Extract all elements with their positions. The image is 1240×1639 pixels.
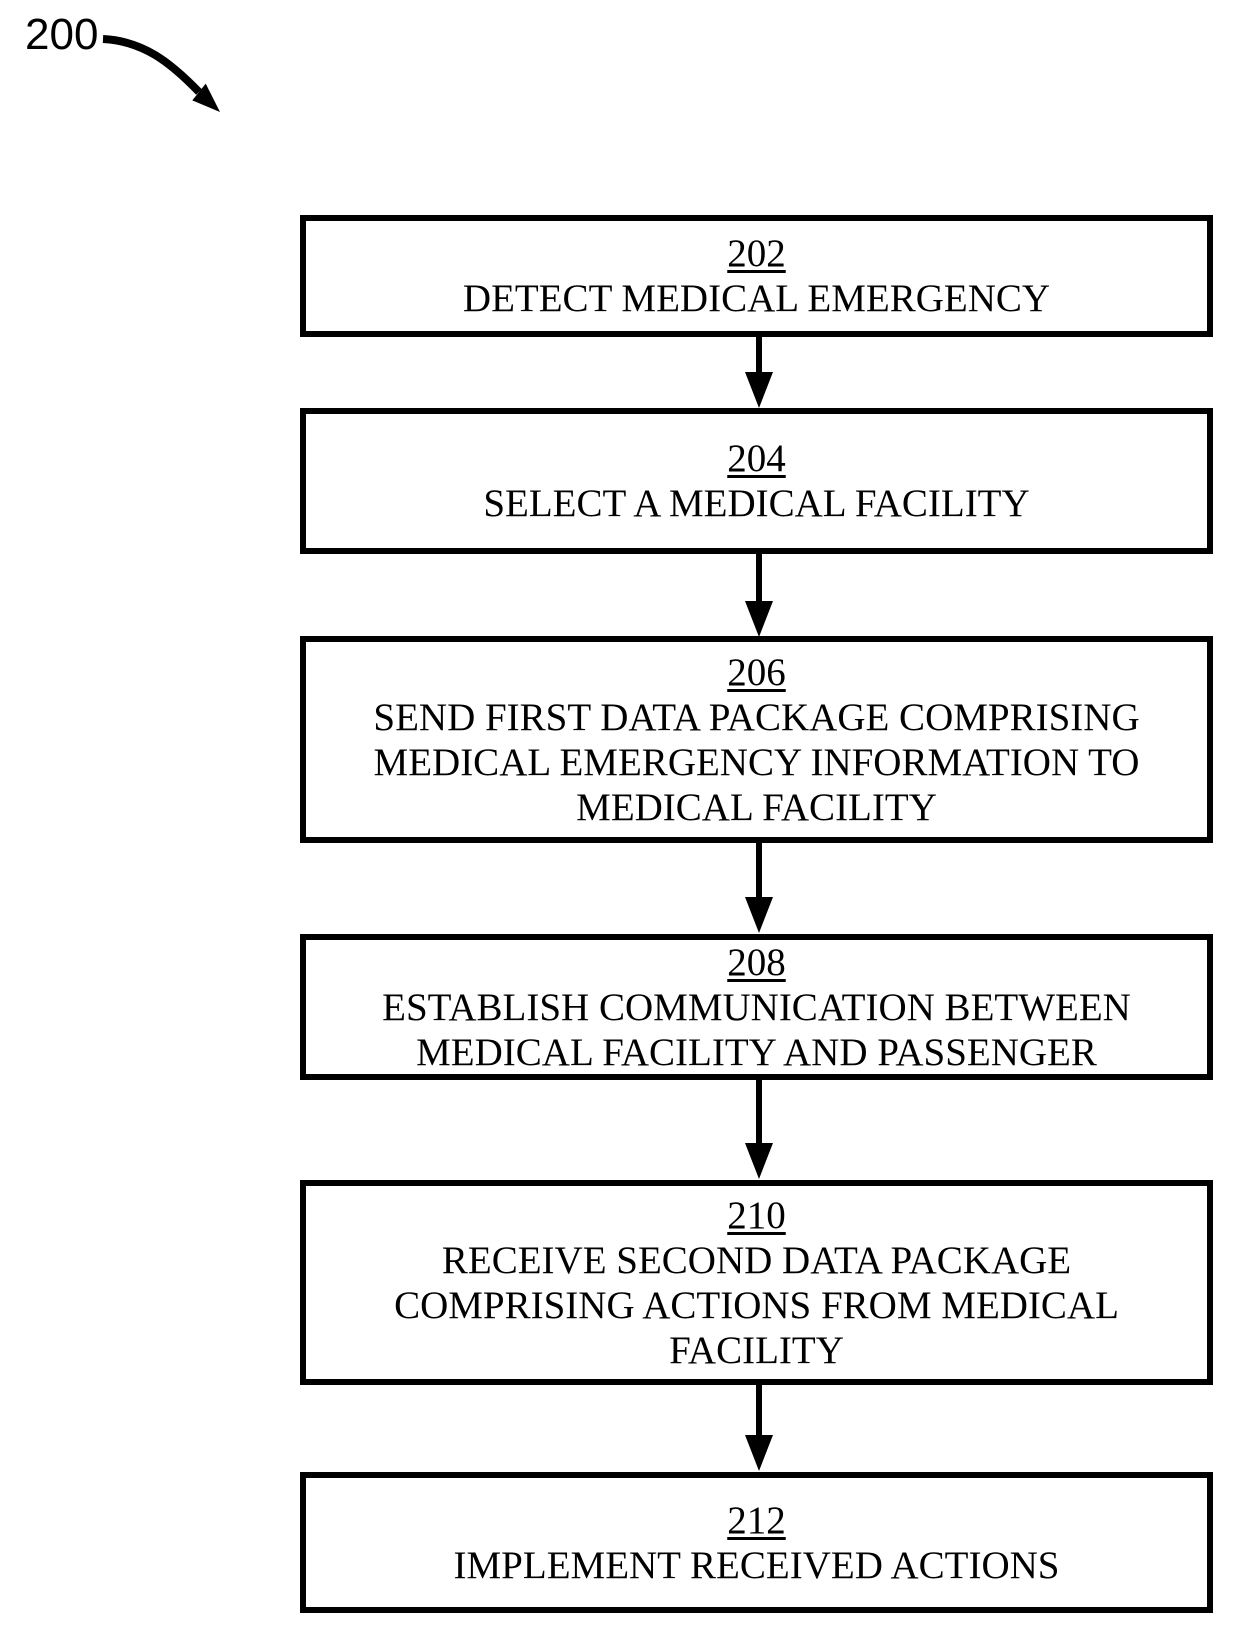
curved-arrow-icon (102, 35, 220, 112)
flow-arrow-208-to-210 (744, 1080, 774, 1179)
step-text: SEND FIRST DATA PACKAGE COMPRISING (373, 695, 1140, 739)
flow-arrow-204-to-206 (744, 554, 774, 637)
flow-step-206: 206 SEND FIRST DATA PACKAGE COMPRISING M… (300, 636, 1213, 843)
down-arrowhead-icon (745, 1143, 773, 1179)
down-arrowhead-icon (745, 601, 773, 637)
arrow-stem (756, 843, 762, 897)
step-text: MEDICAL FACILITY AND PASSENGER (416, 1030, 1097, 1074)
arrow-stem (756, 1385, 762, 1435)
step-number: 208 (727, 940, 786, 984)
arrow-stem (756, 337, 762, 372)
step-number: 206 (727, 650, 786, 694)
down-arrowhead-icon (745, 897, 773, 933)
flow-step-202: 202 DETECT MEDICAL EMERGENCY (300, 215, 1213, 337)
step-text: SELECT A MEDICAL FACILITY (483, 482, 1030, 525)
flow-arrow-206-to-208 (744, 843, 774, 933)
step-number: 204 (727, 437, 786, 480)
arrow-stem (756, 1080, 762, 1143)
step-text: DETECT MEDICAL EMERGENCY (462, 277, 1051, 320)
step-number: 210 (727, 1193, 786, 1237)
figure-reference-label: 200 (25, 10, 99, 59)
flow-arrow-210-to-212 (744, 1385, 774, 1471)
step-number: 212 (727, 1498, 786, 1542)
flow-step-204: 204 SELECT A MEDICAL FACILITY (300, 408, 1213, 554)
flow-step-208: 208 ESTABLISH COMMUNICATION BETWEEN MEDI… (300, 934, 1213, 1080)
down-arrowhead-icon (745, 372, 773, 408)
flow-step-212: 212 IMPLEMENT RECEIVED ACTIONS (300, 1472, 1213, 1613)
step-text: ESTABLISH COMMUNICATION BETWEEN (382, 985, 1131, 1029)
step-text: MEDICAL FACILITY (576, 785, 937, 829)
flow-step-210: 210 RECEIVE SECOND DATA PACKAGE COMPRISI… (300, 1180, 1213, 1385)
down-arrowhead-icon (745, 1435, 773, 1471)
arrow-stem (756, 554, 762, 601)
step-number: 202 (727, 232, 786, 275)
step-text: RECEIVE SECOND DATA PACKAGE (441, 1238, 1072, 1282)
step-text: FACILITY (669, 1328, 844, 1372)
step-text: IMPLEMENT RECEIVED ACTIONS (453, 1543, 1060, 1587)
flow-arrow-202-to-204 (744, 337, 774, 408)
step-text: COMPRISING ACTIONS FROM MEDICAL (394, 1283, 1119, 1327)
step-text: MEDICAL EMERGENCY INFORMATION TO (373, 740, 1140, 784)
